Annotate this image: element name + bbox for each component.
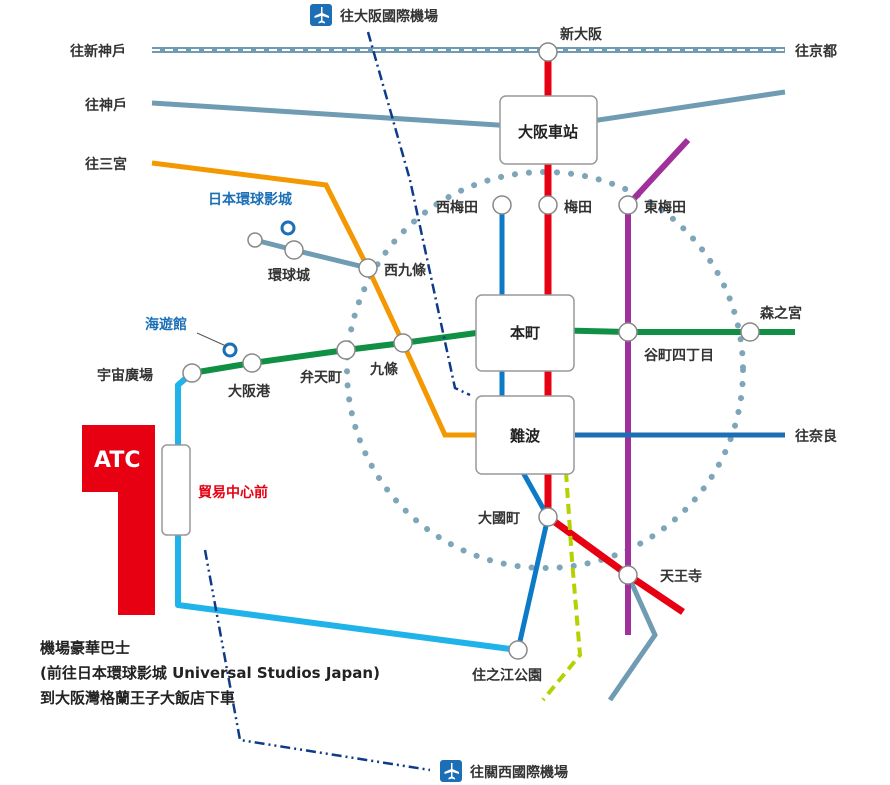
station-tanimachi4 xyxy=(618,322,638,342)
station-morinomiya xyxy=(740,322,760,342)
airplane-icon xyxy=(440,760,462,782)
label-kaiyukan: 海遊館 xyxy=(145,316,187,333)
label-tennoji: 天王寺 xyxy=(660,569,702,585)
label-cosmosquare: 宇宙廣場 xyxy=(97,367,153,384)
namba-station-box: 難波 xyxy=(475,395,575,475)
station-osakako xyxy=(242,353,262,373)
station-bentencho xyxy=(336,340,356,360)
direction-sannomiya: 往三宮 xyxy=(85,156,127,173)
jr-yumesaki-line xyxy=(254,237,369,271)
osaka-station-label: 大阪車站 xyxy=(518,123,578,141)
label-bentencho: 弁天町 xyxy=(300,369,342,386)
label-daikokucho: 大國町 xyxy=(478,510,520,527)
label-tanimachi4: 谷町四丁目 xyxy=(644,348,714,364)
station-nishi-umeda xyxy=(492,195,512,215)
station-kujo xyxy=(393,333,413,353)
honmachi-station-box: 本町 xyxy=(475,294,575,372)
label-umeda: 梅田 xyxy=(564,199,592,216)
airport-route-itami xyxy=(366,31,471,397)
label-tradecenter: 貿易中心前 xyxy=(198,484,268,501)
direction-kyoto: 往京都 xyxy=(795,43,837,60)
station-cosmosquare xyxy=(182,363,202,383)
direction-nara: 往奈良 xyxy=(795,428,837,445)
station-higashi-umeda xyxy=(618,195,638,215)
namba-label: 難波 xyxy=(510,427,541,445)
label-nishikujo: 西九條 xyxy=(384,262,427,279)
direction-itami: 往大阪國際機場 xyxy=(340,8,438,25)
newtram-line xyxy=(175,370,519,653)
atc-building xyxy=(82,425,155,615)
jr-yamatoji-line xyxy=(607,573,658,702)
tradecenter-station xyxy=(161,444,191,536)
station-suminoekoen xyxy=(508,640,528,660)
label-higashi-umeda: 東梅田 xyxy=(644,199,686,216)
station-universal-city xyxy=(284,240,304,260)
label-shin-osaka: 新大阪 xyxy=(560,26,603,43)
bus-note-line-3: 到大阪灣格蘭王子大飯店下車 xyxy=(40,689,235,707)
kaiyukan-marker xyxy=(222,342,238,358)
osaka-station-box: 大阪車站 xyxy=(499,95,598,165)
station-daikokucho xyxy=(538,507,558,527)
jr-kobe-line xyxy=(151,89,786,131)
label-usj: 日本環球影城 xyxy=(208,191,292,208)
direction-kobe: 往神戶 xyxy=(85,97,127,114)
kaiyukan-leader xyxy=(196,332,227,347)
usj-marker xyxy=(280,220,296,236)
bus-note-line-2: (前往日本環球影城 Universal Studios Japan) xyxy=(40,664,380,682)
airport-route-kansai xyxy=(203,549,431,772)
station-nishikujo xyxy=(358,258,378,278)
direction-shinkobe: 往新神戶 xyxy=(70,43,126,60)
airplane-icon xyxy=(310,4,332,26)
label-osakako: 大阪港 xyxy=(228,383,271,400)
honmachi-label: 本町 xyxy=(510,324,540,342)
label-universal-city: 環球城 xyxy=(268,267,310,284)
nankai-line xyxy=(541,471,583,702)
station-tennoji xyxy=(618,565,638,585)
station-shin-osaka xyxy=(538,42,558,62)
label-kujo: 九條 xyxy=(369,361,399,378)
station-markers xyxy=(182,42,760,660)
bus-note-line-1: 機場豪華巴士 xyxy=(40,639,130,657)
station-end-yumesaki xyxy=(247,232,263,248)
label-morinomiya: 森之宮 xyxy=(760,305,802,322)
bus-note: 機場豪華巴士 (前往日本環球影城 Universal Studios Japan… xyxy=(40,639,380,707)
station-umeda xyxy=(538,195,558,215)
label-suminoekoen: 住之江公園 xyxy=(472,667,542,684)
atc-label: ATC xyxy=(94,448,140,473)
hanshin-line xyxy=(151,160,476,438)
direction-kansai: 往關西國際機場 xyxy=(470,764,568,781)
label-nishi-umeda: 西梅田 xyxy=(436,199,478,216)
